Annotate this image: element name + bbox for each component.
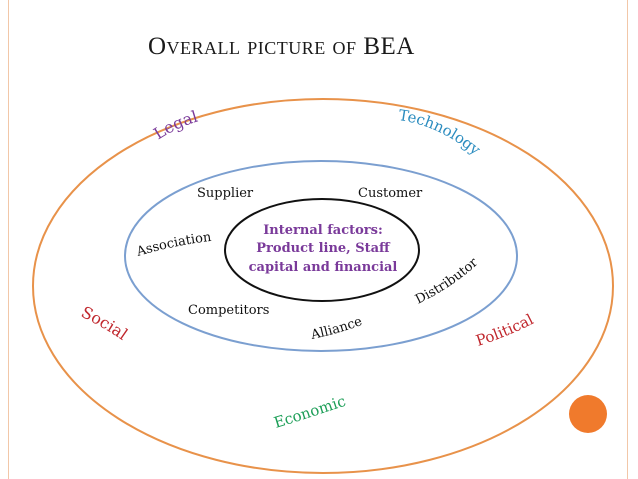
slide-title: Overall picture of BEA [148, 33, 415, 61]
label-distributor: Distributor [413, 255, 481, 308]
label-alliance: Alliance [309, 314, 365, 343]
label-social: Social [78, 302, 131, 343]
label-customer: Customer [358, 186, 423, 201]
label-political: Political [474, 310, 537, 350]
outer-ring-macro-environment [32, 98, 614, 474]
internal-line-2: Product line, Staff [256, 241, 391, 256]
internal-line-3: capital and financial [249, 260, 398, 275]
inner-ring-internal-environment [224, 198, 420, 302]
label-legal: Legal [150, 107, 200, 143]
accent-dot [569, 395, 607, 433]
slide-frame-left [8, 0, 9, 479]
label-supplier: Supplier [197, 186, 254, 201]
middle-ring-micro-environment [124, 160, 518, 352]
label-association: Association [134, 230, 213, 260]
slide-frame-right [627, 0, 628, 479]
label-competitors: Competitors [188, 303, 269, 318]
label-economic: Economic [272, 392, 348, 432]
label-technology: Technology [397, 106, 484, 159]
internal-line-1: Internal factors: [263, 223, 383, 238]
title-acronym: BEA [363, 33, 415, 60]
title-lead: Overall picture of [148, 33, 357, 60]
